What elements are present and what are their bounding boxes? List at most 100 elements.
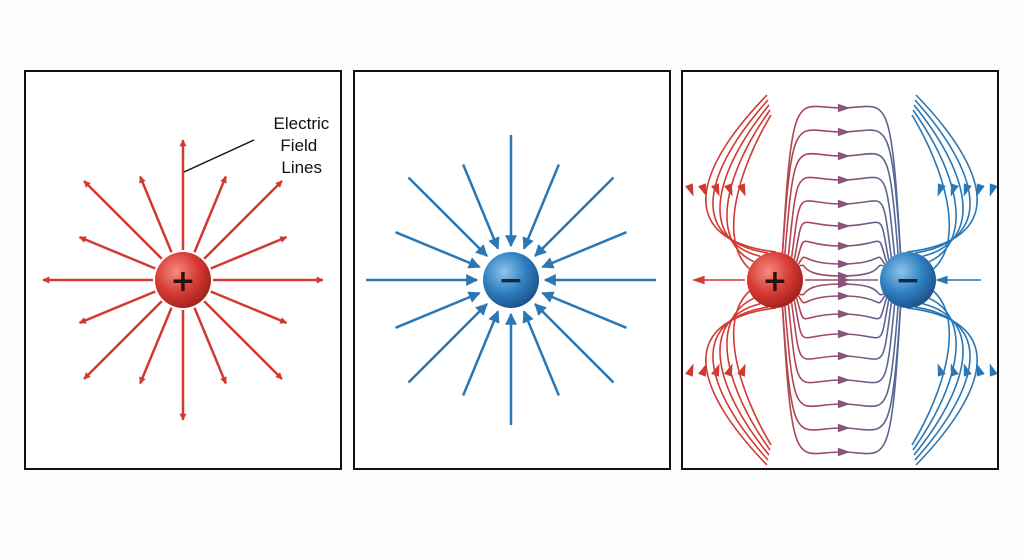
field-arrow — [989, 183, 998, 197]
field-line — [913, 302, 964, 456]
field-lines — [685, 94, 998, 466]
field-arrow — [837, 127, 851, 137]
field-lines-label: Electric Field Lines — [274, 114, 334, 177]
panel-frame — [24, 70, 342, 470]
field-line — [193, 307, 228, 385]
negative-charge-panel: − — [353, 70, 671, 470]
negative-charge-icon: − — [880, 252, 936, 308]
field-arrow — [937, 183, 946, 197]
field-arrow — [837, 275, 851, 285]
field-line — [911, 114, 951, 270]
field-lines — [366, 135, 656, 425]
field-line — [719, 302, 770, 456]
field-arrow — [976, 183, 985, 197]
field-line — [534, 303, 615, 384]
field-line — [790, 302, 893, 360]
field-arrow — [837, 241, 851, 251]
field-arrow — [724, 363, 733, 377]
field-arrow — [837, 291, 851, 301]
panel-frame — [353, 70, 671, 470]
field-arrow — [837, 351, 851, 361]
field-line — [78, 290, 156, 325]
field-line — [462, 310, 500, 396]
field-line — [781, 129, 902, 254]
positive-charge-icon: + — [747, 252, 803, 308]
field-arrow — [976, 363, 985, 377]
field-line — [522, 310, 560, 396]
field-line — [522, 164, 560, 250]
field-line — [203, 300, 283, 380]
field-line — [83, 300, 163, 380]
field-line — [705, 94, 777, 253]
field-arrow — [989, 363, 998, 377]
field-line — [462, 164, 500, 250]
label-line-2: Field — [280, 136, 317, 155]
charge-sign: + — [170, 264, 195, 299]
charge-sign: − — [498, 263, 523, 298]
field-arrow — [837, 221, 851, 231]
field-line — [732, 290, 772, 446]
field-line — [138, 175, 173, 253]
field-line — [732, 114, 772, 270]
field-line — [210, 290, 288, 325]
field-line — [705, 307, 777, 466]
field-line — [719, 104, 770, 258]
field-line — [541, 231, 627, 269]
field-arrow — [935, 275, 948, 285]
field-arrow — [837, 259, 851, 269]
label-line-3: Lines — [281, 158, 322, 177]
negative-charge-icon: − — [483, 252, 539, 308]
field-arrow — [698, 363, 707, 377]
field-line — [912, 109, 957, 263]
field-arrow — [711, 363, 720, 377]
positive-charge-icon: + — [155, 252, 211, 308]
field-line — [210, 235, 288, 270]
field-arrow — [837, 175, 851, 185]
field-arrow — [963, 363, 972, 377]
field-line — [395, 291, 481, 329]
field-arrow — [692, 275, 705, 285]
field-arrow — [737, 363, 746, 377]
dipole-panel: + − — [681, 70, 999, 470]
field-line — [78, 235, 156, 270]
field-line — [83, 180, 163, 260]
field-line — [407, 176, 488, 257]
label-leader-line — [183, 139, 255, 173]
field-arrow — [837, 103, 851, 113]
field-line — [726, 297, 771, 451]
field-line — [407, 303, 488, 384]
field-line — [534, 176, 615, 257]
field-arrow — [837, 399, 851, 409]
field-line — [395, 231, 481, 269]
label-line-1: Electric — [274, 114, 330, 133]
field-line — [911, 290, 951, 446]
field-line — [912, 297, 957, 451]
field-arrow — [724, 183, 733, 197]
field-line — [906, 94, 978, 253]
charge-sign: − — [895, 263, 920, 298]
field-line — [906, 307, 978, 466]
charge-sign: + — [762, 264, 787, 299]
field-arrow — [837, 447, 851, 457]
field-line — [712, 306, 769, 461]
field-arrow — [837, 423, 851, 433]
field-arrow — [837, 329, 851, 339]
field-line — [138, 307, 173, 385]
field-arrow — [685, 363, 694, 377]
positive-charge-panel: Electric Field Lines + — [24, 70, 342, 470]
field-arrow — [937, 363, 946, 377]
field-arrow — [837, 151, 851, 161]
field-arrow — [950, 183, 959, 197]
field-line — [193, 175, 228, 253]
field-line — [712, 99, 769, 254]
field-line — [726, 109, 771, 263]
field-arrow — [837, 309, 851, 319]
field-arrow — [737, 183, 746, 197]
field-arrow — [837, 199, 851, 209]
field-arrow — [711, 183, 720, 197]
field-arrow — [837, 375, 851, 385]
field-line — [790, 200, 893, 258]
field-line — [541, 291, 627, 329]
field-arrow — [963, 183, 972, 197]
field-arrow — [950, 363, 959, 377]
